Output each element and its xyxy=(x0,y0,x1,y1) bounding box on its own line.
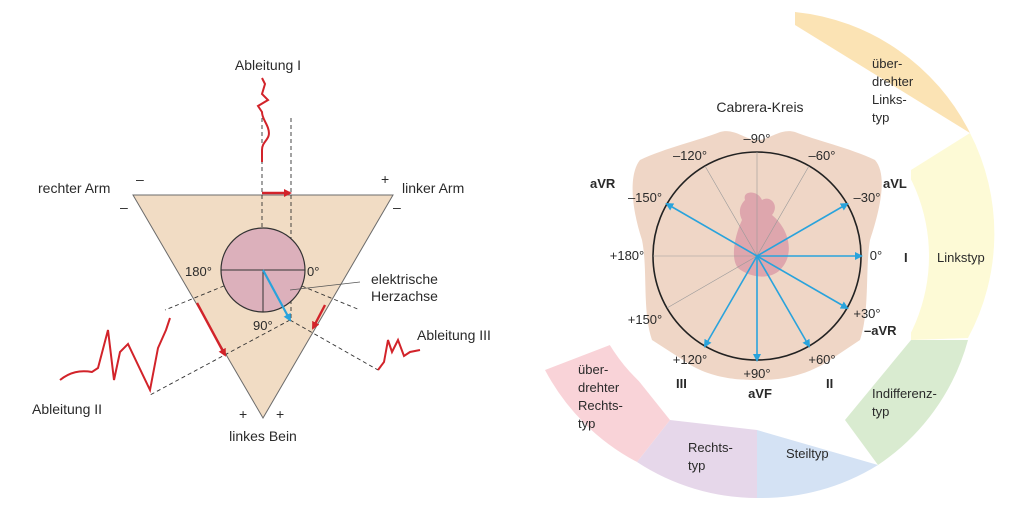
label-links: Linkstyp xyxy=(937,250,985,265)
ecg-trace-lead-II xyxy=(59,317,171,394)
left-leg-label: linkes Bein xyxy=(229,428,297,444)
lead-vectors xyxy=(665,202,863,362)
deg-m60: –60° xyxy=(809,148,836,163)
segment-steil xyxy=(757,430,878,499)
label-ueberdreht-links-1: über- xyxy=(872,56,902,71)
deg-p150: +150° xyxy=(628,312,662,327)
deg-m120: –120° xyxy=(673,148,707,163)
lead-minus-aVR: –aVR xyxy=(864,323,897,338)
left-arm-sign-1: + xyxy=(381,171,389,187)
label-ueberdreht-links-3: Links- xyxy=(872,92,907,107)
label-indifferenz-2: typ xyxy=(872,404,889,419)
lead-aVL: aVL xyxy=(883,176,907,191)
label-indifferenz-1: Indifferenz- xyxy=(872,386,937,401)
label-ueberdreht-rechts-2: drehter xyxy=(578,380,620,395)
segment-indifferenz xyxy=(845,340,968,465)
deg-zero: 0° xyxy=(870,248,882,263)
lead-II: II xyxy=(826,376,833,391)
deg-p60: +60° xyxy=(808,352,835,367)
label-ueberdreht-rechts-4: typ xyxy=(578,416,595,431)
ecg-trace-lead-III xyxy=(377,337,421,371)
lead-I-label: Ableitung I xyxy=(235,57,301,73)
deg-m90: –90° xyxy=(744,131,771,146)
label-rechts-2: typ xyxy=(688,458,705,473)
label-ueberdreht-links-4: typ xyxy=(872,110,889,125)
deg-p120: +120° xyxy=(673,352,707,367)
right-arm-sign-1: – xyxy=(136,171,144,187)
heart-axis-vector xyxy=(262,269,291,322)
left-leg-sign-1: + xyxy=(239,406,247,422)
right-arm-sign-2: – xyxy=(120,199,128,215)
degree-90-label: 90° xyxy=(253,318,273,333)
deg-p180: +180° xyxy=(610,248,644,263)
segment-ueberdreht-rechts xyxy=(545,345,670,462)
axis-label-line-1: elektrische xyxy=(371,271,438,287)
deg-m30: –30° xyxy=(854,190,881,205)
left-arm-label: linker Arm xyxy=(402,180,464,196)
lead-III-label: Ableitung III xyxy=(417,327,491,343)
lead-II-label: Ableitung II xyxy=(32,401,102,417)
degree-180-label: 180° xyxy=(185,264,212,279)
segment-links xyxy=(911,133,995,340)
segment-ueberdreht-links xyxy=(795,12,970,133)
deg-p30: +30° xyxy=(853,306,880,321)
label-ueberdreht-rechts-3: Rechts- xyxy=(578,398,623,413)
label-ueberdreht-rechts-1: über- xyxy=(578,362,608,377)
label-steil: Steiltyp xyxy=(786,446,829,461)
lead-II-projection-arrow xyxy=(195,302,227,357)
left-arm-sign-2: – xyxy=(393,199,401,215)
deg-m150: –150° xyxy=(628,190,662,205)
cabrera-title: Cabrera-Kreis xyxy=(716,99,803,115)
axis-label-line-2: Herzachse xyxy=(371,288,438,304)
lead-III: III xyxy=(676,376,687,391)
label-ueberdreht-links-2: drehter xyxy=(872,74,914,89)
degree-0-label: 0° xyxy=(307,264,319,279)
cabrera-diagram: Cabrera-Kreis –90° –120° –60° –150° –30°… xyxy=(545,12,995,499)
ecg-trace-lead-I xyxy=(256,77,270,162)
lead-III-projection-arrow xyxy=(311,304,327,330)
lead-aVR: aVR xyxy=(590,176,616,191)
segment-rechts xyxy=(637,420,757,498)
right-arm-label: rechter Arm xyxy=(38,180,110,196)
lead-I: I xyxy=(904,250,908,265)
einthoven-diagram: Ableitung I rechter Arm linker Arm – – +… xyxy=(32,57,491,444)
deg-p90: +90° xyxy=(743,366,770,381)
left-leg-sign-2: + xyxy=(276,406,284,422)
lead-aVF: aVF xyxy=(748,386,772,401)
label-rechts-1: Rechts- xyxy=(688,440,733,455)
